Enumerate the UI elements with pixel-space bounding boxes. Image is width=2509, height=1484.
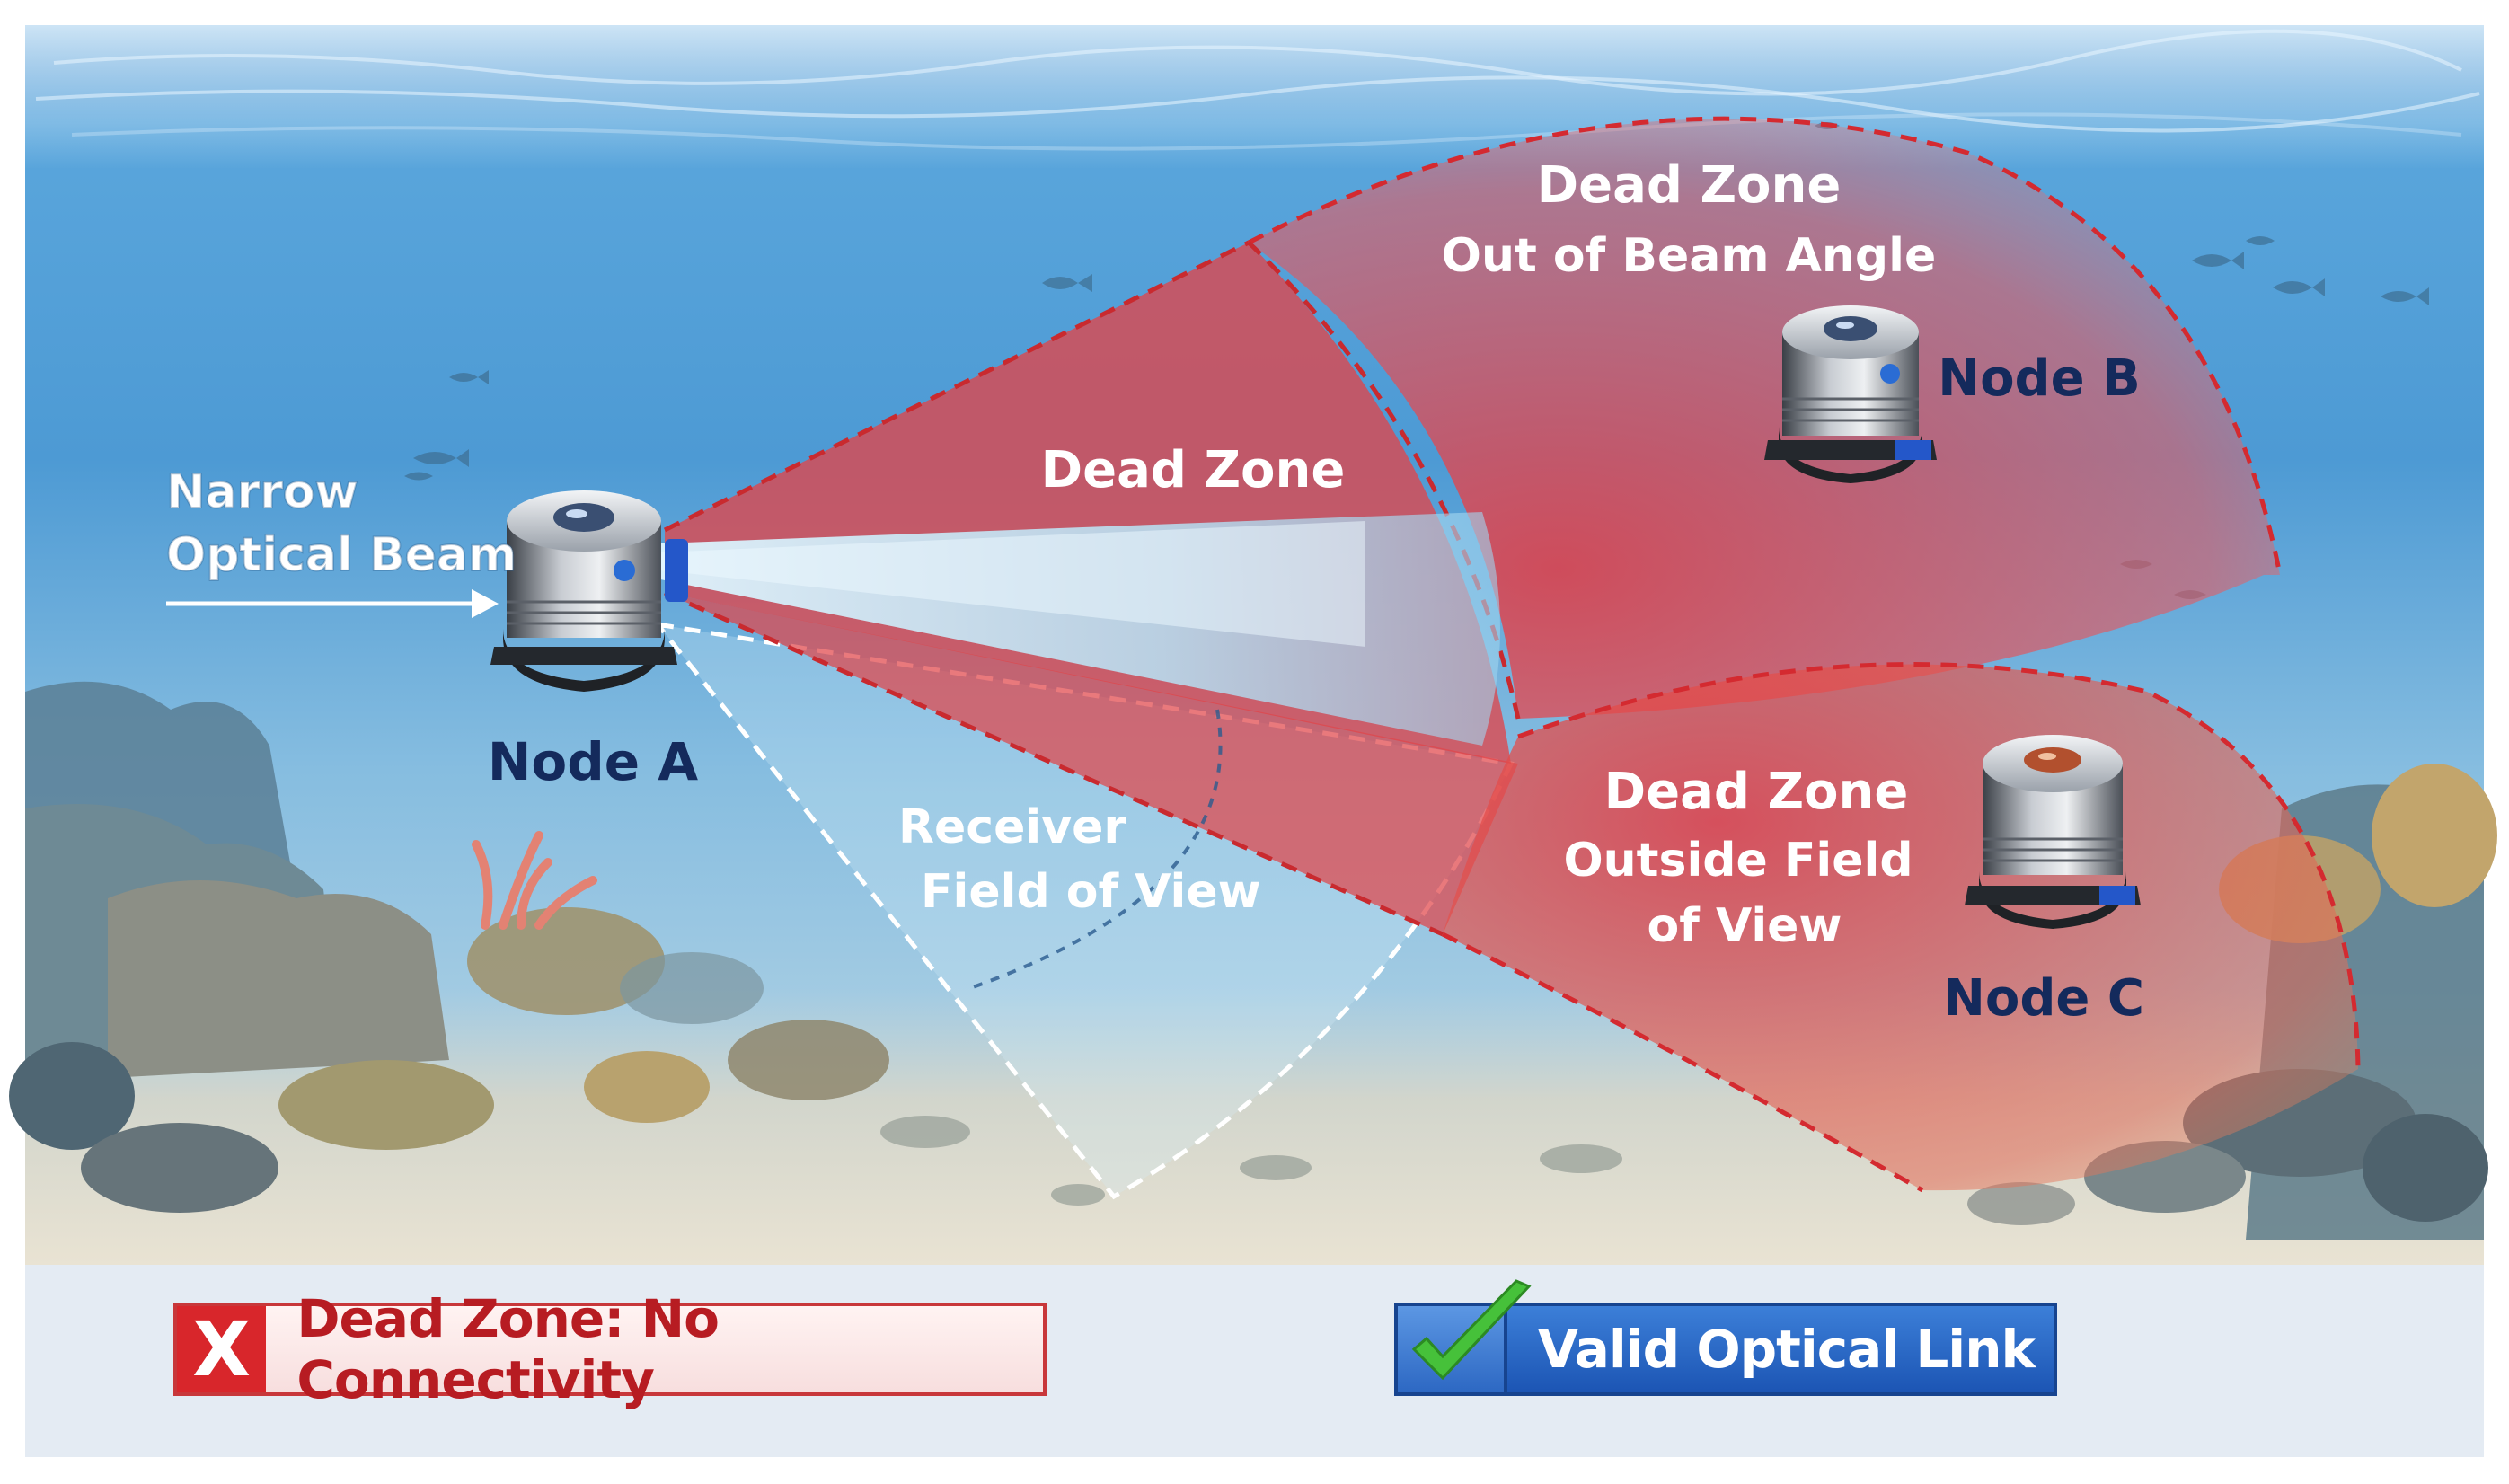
legend-dead-zone: X Dead Zone: No Connectivity — [173, 1288, 1047, 1410]
x-mark-icon: X — [177, 1305, 267, 1393]
legend-valid-link: Valid Optical Link — [1394, 1279, 2057, 1396]
optical-beam-core — [660, 521, 1365, 647]
fov-angle-arc — [969, 709, 1223, 990]
node-a-device — [490, 490, 688, 692]
node-c-device — [1965, 735, 2141, 929]
narrow-beam-label-line2: Optical Beam — [166, 528, 517, 582]
dead-zone-center-label: Dead Zone — [1041, 441, 1346, 499]
node-c-label: Node C — [1943, 969, 2144, 1028]
node-a-label: Node A — [488, 731, 698, 792]
dead-zone-top-subtitle: Out of Beam Angle — [1442, 229, 1937, 283]
dead-zone-bottom-subtitle-1: Outside Field — [1563, 834, 1913, 888]
dead-zone-top-title: Dead Zone — [1537, 156, 1842, 215]
node-b-device — [1764, 305, 1937, 483]
legend-valid-link-text: Valid Optical Link — [1538, 1319, 2036, 1380]
surface-ripples — [35, 29, 2480, 151]
seabed-stones-middle — [880, 1116, 1622, 1206]
dead-zone-lower-wedge — [665, 593, 1518, 934]
dead-zone-top-outer-edge — [1247, 116, 2283, 576]
dead-zone-sector-edges — [663, 240, 1521, 937]
dead-zone-bottom-title: Dead Zone — [1604, 763, 1909, 821]
node-b-label: Node B — [1938, 349, 2141, 408]
arrow-right-icon — [166, 589, 499, 618]
dead-zone-bottom-subtitle-2: of View — [1648, 899, 1842, 953]
narrow-beam-label-line1: Narrow — [166, 465, 358, 519]
dead-zone-out-of-beam-angle — [1249, 119, 2280, 719]
seabed-rocks-left — [9, 681, 889, 1213]
diagram-labels: Narrow Optical Beam Node A Node B Node C… — [165, 156, 2144, 1028]
receiver-label-line1: Receiver — [898, 800, 1126, 854]
receiver-label-line2: Field of View — [921, 865, 1261, 919]
dead-zone-bottom-edge — [1441, 662, 2361, 1193]
checkmark-icon — [1398, 1279, 1532, 1392]
dead-zone-outside-field-of-view — [1443, 664, 2358, 1191]
legend-dead-zone-text: Dead Zone: No Connectivity — [296, 1288, 720, 1410]
